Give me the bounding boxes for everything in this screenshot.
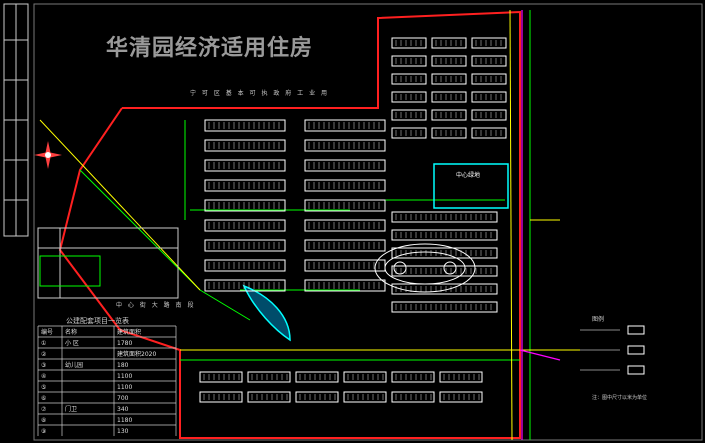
building-block <box>304 159 386 172</box>
building-block <box>431 109 467 121</box>
table-cell: ③ <box>41 362 46 369</box>
central-garden <box>374 243 476 293</box>
table-cell: 小 区 <box>65 339 79 347</box>
table-cell: 门卫 <box>65 405 77 413</box>
right-legend-symbols <box>580 325 645 375</box>
buildings-group <box>199 37 507 403</box>
site-boundary <box>58 10 521 439</box>
building-block <box>431 55 467 67</box>
building-block <box>439 391 483 403</box>
building-block <box>204 179 286 192</box>
building-block <box>391 109 427 121</box>
building-block <box>391 229 498 241</box>
building-block <box>471 73 507 85</box>
building-block <box>471 127 507 139</box>
cyan-elements <box>242 163 509 342</box>
building-block <box>439 371 483 383</box>
building-block <box>204 139 286 152</box>
building-block <box>471 109 507 121</box>
page-title: 华清园经济适用住房 <box>106 36 314 61</box>
table-cell: ⑧ <box>41 417 46 424</box>
building-block <box>391 391 435 403</box>
table-cell: 建筑面积 <box>117 328 141 336</box>
building-block <box>471 55 507 67</box>
table-caption: 公建配套项目一览表 <box>66 317 129 325</box>
north-arrow-icon <box>34 141 62 169</box>
building-block <box>391 37 427 49</box>
purple-lines <box>519 10 561 440</box>
table-cell: ① <box>41 340 46 347</box>
building-block <box>204 239 286 252</box>
building-block <box>304 279 386 292</box>
building-block <box>304 239 386 252</box>
table-cell: 名称 <box>65 328 77 336</box>
building-block <box>204 219 286 232</box>
building-block <box>471 91 507 103</box>
building-block <box>199 371 243 383</box>
table-cell: 1780 <box>117 340 132 347</box>
table-cell: 340 <box>117 406 129 413</box>
table-cell: ② <box>41 351 47 358</box>
table-cell: ⑦ <box>41 406 47 413</box>
drawing-border <box>33 3 703 441</box>
building-block <box>391 73 427 85</box>
table-cell: 编号 <box>41 328 53 336</box>
building-block <box>391 55 427 67</box>
table-cell: ⑤ <box>41 384 46 391</box>
building-block <box>204 119 286 132</box>
building-block <box>391 127 427 139</box>
table-cell: 130 <box>117 428 129 435</box>
left-frame-strip <box>3 3 29 237</box>
table-cell: 1100 <box>117 373 132 380</box>
road-label-top: 宁 可 区 基 本 可 执 政 府 工 业 用 <box>190 90 329 97</box>
building-block <box>391 211 498 223</box>
table-cell: 幼儿园 <box>65 361 83 369</box>
building-block <box>391 283 498 295</box>
building-block <box>247 371 291 383</box>
building-block <box>304 199 386 212</box>
building-block <box>204 199 286 212</box>
right-legend-label: 图例 <box>592 316 605 323</box>
building-block <box>304 139 386 152</box>
building-block <box>391 91 427 103</box>
building-block <box>471 37 507 49</box>
building-block <box>391 247 498 259</box>
building-block <box>431 73 467 85</box>
road-label-mid: 中 心 街 大 路 南 段 <box>116 302 196 309</box>
building-block <box>295 371 339 383</box>
table-cell: ⑨ <box>41 428 46 435</box>
building-block <box>304 219 386 232</box>
building-block <box>391 301 498 313</box>
building-block <box>204 279 286 292</box>
yellow-lines <box>39 9 580 441</box>
legend-table: 编号 名称 建筑面积 ① 小 区 1780 ② 建筑面积2020 ③ 幼儿园 180 ④ 1100 ⑤ 11… <box>37 325 177 436</box>
table-cell: ⑥ <box>41 395 46 402</box>
building-block <box>304 119 386 132</box>
building-block <box>204 159 286 172</box>
building-block <box>204 259 286 272</box>
building-block <box>199 391 243 403</box>
table-cell: 建筑面积2020 <box>117 350 156 358</box>
table-cell: ④ <box>41 373 46 380</box>
table-cell: 700 <box>117 395 129 402</box>
building-block <box>431 127 467 139</box>
building-block <box>295 391 339 403</box>
building-block <box>343 371 387 383</box>
right-legend-note: 注：图中尺寸以米为单位 <box>592 395 648 401</box>
table-cell: 180 <box>117 362 129 369</box>
building-block <box>391 371 435 383</box>
table-cell: 1100 <box>117 384 132 391</box>
table-cell: 1180 <box>117 417 132 424</box>
building-block <box>304 179 386 192</box>
building-block <box>343 391 387 403</box>
building-block <box>304 259 386 272</box>
building-block <box>247 391 291 403</box>
left-detail-area <box>37 227 179 299</box>
center-label: 中心绿地 <box>456 172 481 179</box>
building-block <box>431 91 467 103</box>
building-block <box>431 37 467 49</box>
